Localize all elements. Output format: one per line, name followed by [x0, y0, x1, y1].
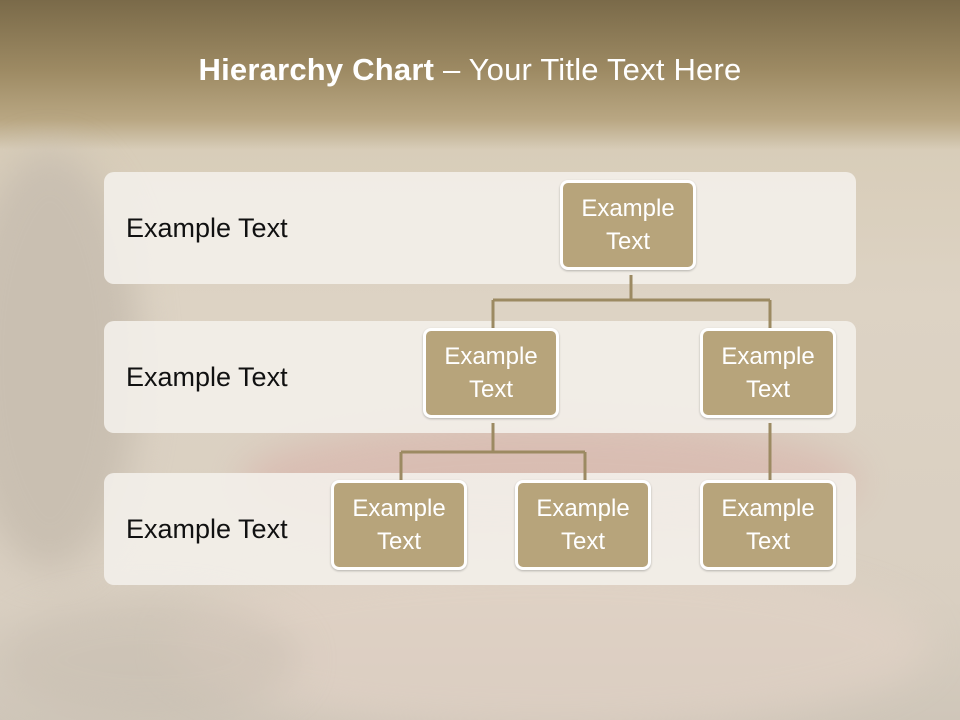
node-root-text: Example Text: [581, 195, 675, 255]
node-level3-c-text: Example Text: [721, 495, 815, 555]
background-photo-shape: [170, 560, 930, 720]
level-label-2: Example Text: [126, 362, 288, 392]
title-rest: – Your Title Text Here: [434, 52, 742, 87]
node-level2-right-text: Example Text: [721, 343, 815, 403]
node-level3-b[interactable]: Example Text: [515, 480, 651, 570]
level-label-3: Example Text: [126, 514, 288, 544]
node-level3-a[interactable]: Example Text: [331, 480, 467, 570]
node-level3-b-text: Example Text: [536, 495, 630, 555]
title-bold: Hierarchy Chart: [198, 52, 435, 87]
node-level3-a-text: Example Text: [352, 495, 446, 555]
slide-title: Hierarchy Chart – Your Title Text Here: [0, 52, 940, 88]
node-level2-left[interactable]: Example Text: [423, 328, 559, 418]
connector-root-to-level2: [491, 275, 772, 329]
node-level2-left-text: Example Text: [444, 343, 538, 403]
level-band-1: Example Text: [104, 172, 856, 284]
node-root[interactable]: Example Text: [560, 180, 696, 270]
background-photo-shape: [0, 600, 300, 720]
node-level2-right[interactable]: Example Text: [700, 328, 836, 418]
level-label-1: Example Text: [126, 213, 288, 243]
connector-left-to-level3: [399, 423, 587, 481]
node-level3-c[interactable]: Example Text: [700, 480, 836, 570]
